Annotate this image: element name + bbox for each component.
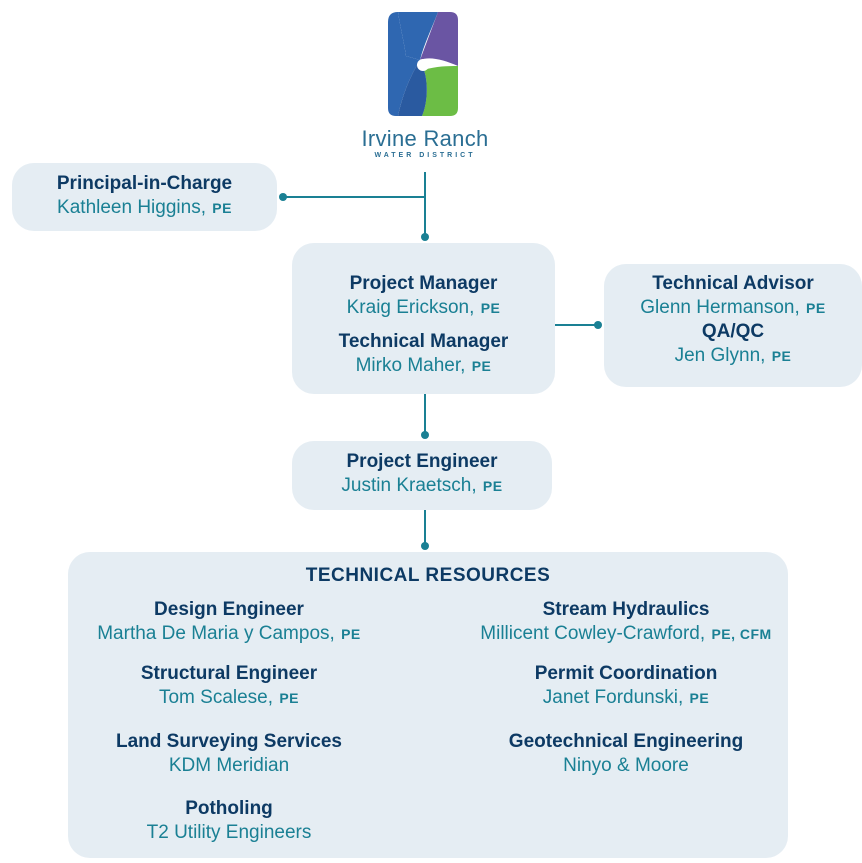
resource-name: Ninyo & Moore bbox=[563, 755, 689, 776]
qaqc-person: Jen Glynn, PE bbox=[604, 344, 862, 368]
qaqc-name: Jen Glynn, bbox=[674, 345, 766, 366]
resource-name: Janet Fordunski, bbox=[542, 687, 684, 708]
resource-person: Tom Scalese, PE bbox=[49, 686, 409, 710]
resource-title: Design Engineer bbox=[154, 599, 304, 620]
project-engineer-name: Justin Kraetsch, bbox=[341, 475, 477, 496]
resource-name: Millicent Cowley-Crawford, bbox=[480, 623, 706, 644]
project-manager-title: Project Manager bbox=[349, 273, 498, 294]
resource-structural-engineer: Structural Engineer Tom Scalese, PE bbox=[49, 662, 409, 710]
technical-advisor-name: Glenn Hermanson, bbox=[640, 297, 800, 318]
principal-person: Kathleen Higgins, PE bbox=[12, 196, 277, 220]
engineer-box: Project Engineer Justin Kraetsch, PE bbox=[292, 441, 552, 510]
resource-person: T2 Utility Engineers bbox=[49, 821, 409, 845]
resource-name: T2 Utility Engineers bbox=[146, 822, 312, 843]
resource-name: KDM Meridian bbox=[168, 755, 290, 776]
project-manager-cred: PE bbox=[480, 300, 501, 316]
logo-name: Irvine Ranch bbox=[361, 126, 489, 151]
resource-person: Janet Fordunski, PE bbox=[446, 686, 806, 710]
resource-title: Stream Hydraulics bbox=[542, 599, 710, 620]
resource-potholing: Potholing T2 Utility Engineers bbox=[49, 797, 409, 845]
technical-advisor-title: Technical Advisor bbox=[652, 273, 814, 294]
resources-box: TECHNICAL RESOURCES Design Engineer Mart… bbox=[68, 552, 788, 858]
resources-heading: TECHNICAL RESOURCES bbox=[305, 565, 551, 586]
resource-land-surveying: Land Surveying Services KDM Meridian bbox=[49, 730, 409, 778]
resource-person: KDM Meridian bbox=[49, 754, 409, 778]
resource-cred: PE bbox=[689, 690, 710, 706]
logo-icon bbox=[388, 12, 458, 116]
resource-name: Tom Scalese, bbox=[158, 687, 274, 708]
logo: Irvine Ranch WATER DISTRICT bbox=[330, 8, 520, 163]
technical-manager-title: Technical Manager bbox=[338, 331, 509, 352]
principal-title: Principal-in-Charge bbox=[56, 173, 233, 194]
resource-design-engineer: Design Engineer Martha De Maria y Campos… bbox=[49, 598, 409, 646]
technical-manager-name: Mirko Maher, bbox=[355, 355, 466, 376]
resource-title: Structural Engineer bbox=[140, 663, 318, 684]
logo-subtitle: WATER DISTRICT bbox=[374, 152, 476, 159]
manager-top-dot bbox=[421, 233, 429, 241]
resource-title: Land Surveying Services bbox=[116, 731, 342, 752]
project-manager-person: Kraig Erickson, PE bbox=[292, 296, 555, 320]
qaqc-title: QA/QC bbox=[701, 321, 765, 342]
resource-stream-hydraulics: Stream Hydraulics Millicent Cowley-Crawf… bbox=[446, 598, 806, 646]
technical-advisor-person: Glenn Hermanson, PE bbox=[604, 296, 862, 320]
principal-box: Principal-in-Charge Kathleen Higgins, PE bbox=[12, 163, 277, 231]
resource-geotechnical: Geotechnical Engineering Ninyo & Moore bbox=[446, 730, 806, 778]
resource-title: Permit Coordination bbox=[534, 663, 718, 684]
manager-box: Project Manager Kraig Erickson, PE Techn… bbox=[292, 243, 555, 394]
resource-cred: PE bbox=[279, 690, 299, 706]
resource-title: Potholing bbox=[185, 798, 273, 819]
qaqc-cred: PE bbox=[771, 348, 792, 364]
resource-permit-coordination: Permit Coordination Janet Fordunski, PE bbox=[446, 662, 806, 710]
project-manager-name: Kraig Erickson, bbox=[346, 297, 475, 318]
principal-dot bbox=[279, 193, 287, 201]
technical-advisor-cred: PE bbox=[806, 300, 826, 316]
technical-manager-cred: PE bbox=[471, 358, 492, 374]
resource-person: Ninyo & Moore bbox=[446, 754, 806, 778]
engineer-top-dot bbox=[421, 431, 429, 439]
project-engineer-cred: PE bbox=[482, 478, 503, 494]
resource-name: Martha De Maria y Campos, bbox=[97, 623, 335, 644]
advisor-box: Technical Advisor Glenn Hermanson, PE QA… bbox=[604, 264, 862, 387]
resource-person: Martha De Maria y Campos, PE bbox=[49, 622, 409, 646]
resources-top-dot bbox=[421, 542, 429, 550]
technical-manager-person: Mirko Maher, PE bbox=[292, 354, 555, 378]
principal-name: Kathleen Higgins, bbox=[57, 197, 206, 218]
resource-cred: PE, CFM bbox=[711, 626, 772, 642]
project-engineer-title: Project Engineer bbox=[346, 451, 498, 472]
advisor-dot bbox=[594, 321, 602, 329]
resource-title: Geotechnical Engineering bbox=[508, 731, 744, 752]
project-engineer-person: Justin Kraetsch, PE bbox=[292, 474, 552, 498]
principal-cred: PE bbox=[212, 200, 232, 216]
resource-person: Millicent Cowley-Crawford, PE, CFM bbox=[446, 622, 806, 646]
resource-cred: PE bbox=[341, 626, 361, 642]
